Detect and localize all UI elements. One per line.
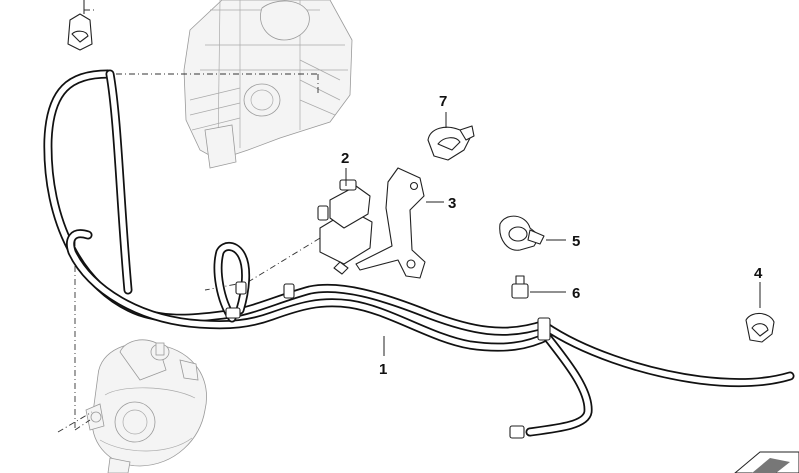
callout-6: 6: [572, 285, 580, 302]
top-left-hose-clip: [67, 0, 93, 51]
hose-clip-7: [427, 112, 475, 161]
callout-7: 7: [439, 93, 447, 110]
pressure-converter-valve: [317, 168, 373, 275]
hose-clip-4: [745, 282, 775, 343]
dash-dot-leaders: [57, 9, 331, 433]
hose-clamp-5: [499, 215, 566, 251]
vacuum-pump: [85, 339, 207, 473]
mounting-bracket: [355, 167, 444, 279]
callout-4: 4: [754, 265, 763, 282]
corner-reference-mark: [734, 451, 799, 473]
callout-5: 5: [572, 233, 580, 250]
connector-6: [511, 275, 566, 299]
callout-1: 1: [379, 361, 387, 378]
air-filter-housing: [183, 0, 353, 169]
callout-2: 2: [341, 150, 349, 167]
vacuum-hose-assembly: [43, 69, 795, 439]
callout-3: 3: [448, 195, 456, 212]
